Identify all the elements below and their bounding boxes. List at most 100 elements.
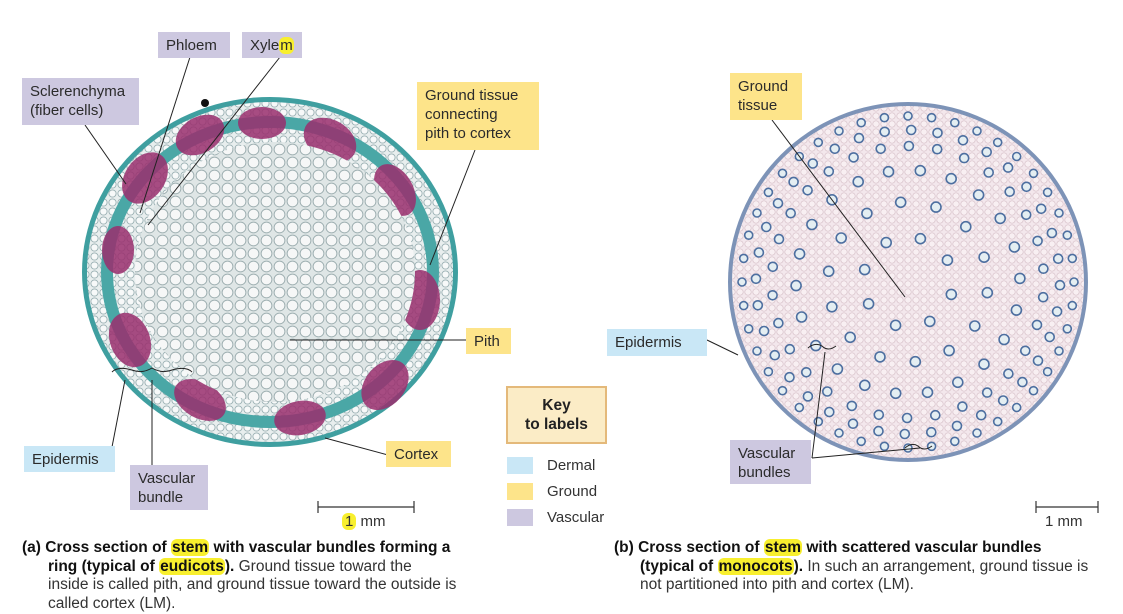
vascular-bundle-dot [1067,253,1078,264]
vascular-bundle-dot [760,221,772,233]
vascular-bundle-dot [957,135,969,146]
vascular-bundle-dot [931,143,943,155]
label-cortex: Cortex [386,441,451,467]
vascular-bundle-dot [1021,181,1032,193]
vascular-bundle-dot [951,376,964,389]
vascular-bundle-dot [873,409,885,421]
vascular-bundle-dot [785,207,797,219]
vascular-bundle-dot [894,196,907,209]
caption-b-text1: In such an arrangement, ground tissue is [803,557,1089,575]
vascular-bundle-dot [738,253,749,264]
vascular-bundle-dot [763,366,774,377]
vascular-bundle-dot [802,185,813,196]
vascular-bundle-dot [978,358,990,371]
caption-b-tag: (b) [614,539,634,556]
vascular-bundle-dot [788,176,799,188]
vascular-bundle-dot [972,189,985,201]
vascular-bundle-dot [807,158,819,169]
caption-b-line1: (b) Cross section of stem with scattered… [614,539,1119,558]
label-vascular-bundle: Vascular bundle [130,465,208,510]
vascular-bundle-dot [983,167,995,178]
key-label-vascular: Vascular [547,509,605,526]
key-to-labels: Key to labels [506,386,607,444]
vascular-bundle-dot [1011,402,1022,413]
scale-label-a: 1 mm [342,513,386,530]
label-ground-tissue-connecting: Ground tissue connecting pith to cortex [417,82,539,150]
vascular-bundle-dot [992,416,1003,427]
vascular-bundle-dot [981,387,993,398]
vascular-bundle-dot [813,137,824,148]
vascular-bundle-dot [1051,306,1063,317]
vascular-bundle-dot [834,428,844,438]
vascular-bundle-dot [1038,263,1049,275]
vascular-bundle-dot [743,230,754,240]
label-vascular-bundles-line2: bundles [738,464,791,481]
vascular-bundle-dot [949,436,960,447]
caption-b-highlight-stem: stem [763,539,803,556]
caption-a-line3: inside is called pith, and ground tissue… [48,576,457,593]
caption-a-bold1: Cross section of [45,539,172,556]
vascular-bundle-dot [997,395,1009,406]
vascular-bundle-dot [1004,186,1016,197]
vascular-bundle-dot [1014,272,1026,285]
ground-tissue-region [732,106,1084,458]
label-ground-tissue-b-line1: Ground [738,78,789,95]
caption-a-bold3: ring (typical of [48,557,160,575]
vascular-bundle-dot [958,152,970,164]
vascular-bundle-dot [1020,209,1032,221]
vascular-bundle-dot [889,387,902,400]
vascular-bundle-dot [846,400,858,412]
vascular-bundle-dot [981,146,993,158]
caption-b: (b) Cross section of stem with scattered… [614,539,1119,595]
vascular-bundle-dot [925,426,937,438]
monocot-stem-section [728,102,1088,462]
vascular-bundle-dot [1062,323,1073,334]
key-swatch-ground [507,483,533,500]
pith-region [135,142,415,402]
scattered-vascular-bundles [737,111,1079,453]
vascular-bundle-dot [1020,345,1031,357]
vascular-bundle-dot [793,248,806,260]
vascular-bundle-dot [856,117,867,128]
vascular-bundle-dot [1037,291,1049,303]
vascular-bundle-dot [923,315,936,328]
vascular-bundle-dot [943,344,955,357]
label-epidermis-b: Epidermis [607,329,707,356]
vascular-bundle-dot [914,164,927,177]
vascular-bundle-dot [945,288,958,301]
vascular-bundle-dot [879,441,890,452]
caption-a-bold4: ). [224,557,235,575]
vascular-bundle-dot [831,363,844,375]
vascular-bundle-dot [813,416,824,427]
label-epidermis-a: Epidermis [24,446,115,472]
caption-b-bold4: ). [793,557,804,575]
vascular-bundle-dot [901,412,913,424]
vascular-bundle-dot [1028,385,1039,396]
caption-a-line1: (a) Cross section of stem with vascular … [22,539,512,558]
vascular-bundle-dot [879,126,891,138]
vascular-bundle-dot [903,111,913,121]
vascular-bundle-dot [957,401,968,412]
vascular-bundle-dot [926,112,937,123]
label-ground-connect-line1: Ground tissue [425,87,519,104]
scale-bars [317,501,1099,513]
vascular-bundle-dot [784,343,796,355]
label-sclerenchyma-line2: (fiber cells) [30,102,104,119]
scale-label-b: 1 mm [1045,513,1083,530]
vascular-bundle-dot [861,207,873,220]
key-title-line2: to labels [525,416,588,433]
caption-a: (a) Cross section of stem with vascular … [22,539,512,613]
vascular-bundle-dot [752,208,762,218]
vascular-bundle-dot [822,265,835,278]
label-xylem-highlight: m [279,37,294,54]
vascular-bundle-dot [1011,151,1022,162]
vascular-bundle-dot [1052,253,1064,265]
vascular-bundle-dot [903,443,913,453]
label-xylem-text: Xyle [250,37,280,54]
vascular-bundle-dot [1069,277,1079,287]
vascular-bundle-dot [903,140,915,152]
vascular-bundle-dot [1035,203,1047,215]
vascular-bundle-dot [959,220,972,233]
vascular-bundle-dot [737,277,747,287]
leader-lines [84,56,933,465]
